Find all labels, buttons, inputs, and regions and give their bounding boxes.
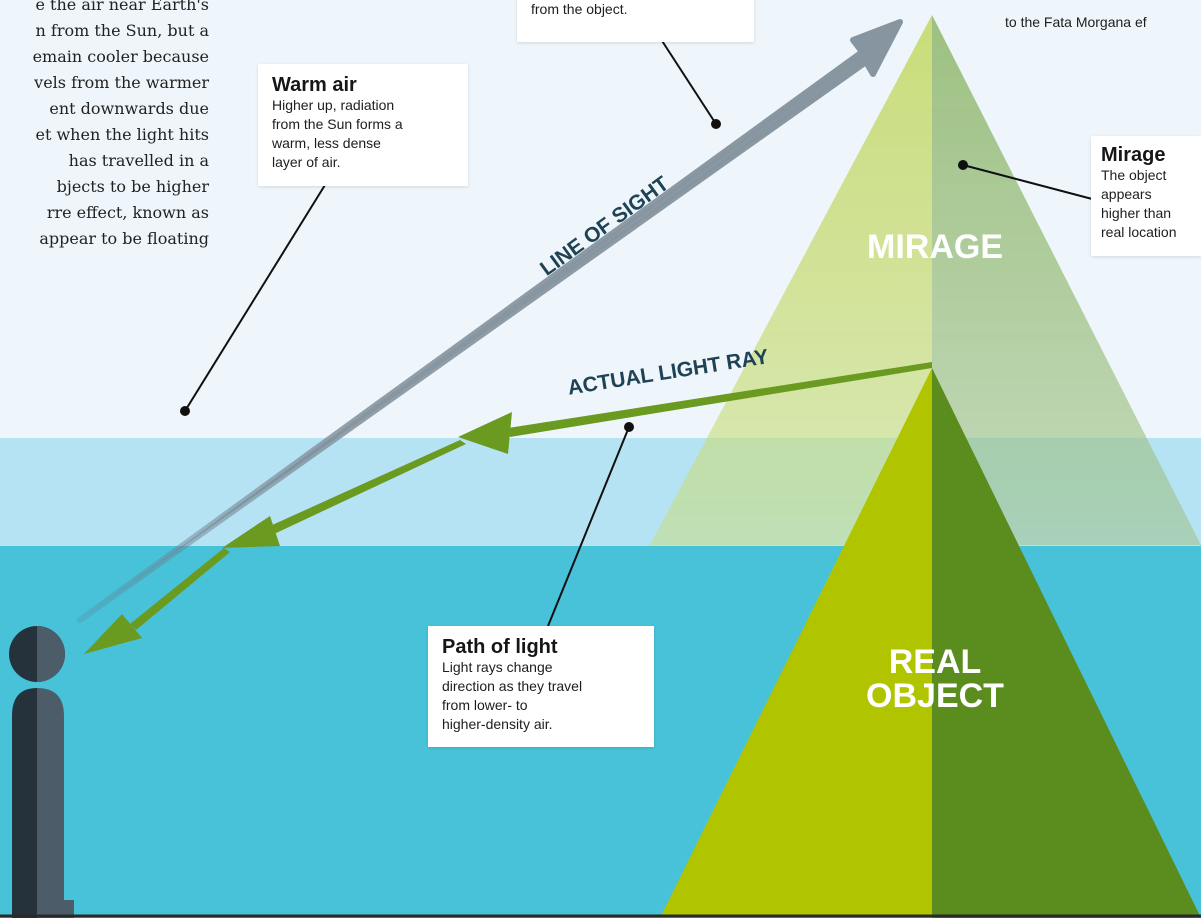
real-object-label-line2: OBJECT bbox=[866, 677, 1004, 715]
path-of-light-line: from lower- to bbox=[442, 697, 528, 713]
mirage-pyramid bbox=[650, 15, 1201, 545]
mirage-line: The object bbox=[1101, 167, 1167, 183]
warm-air-line: layer of air. bbox=[272, 154, 341, 170]
intro-paragraph: e the air near Earth's n from the Sun, b… bbox=[0, 0, 215, 300]
warm-air-line: warm, less dense bbox=[272, 135, 381, 151]
actual-light-ray-segment-1 bbox=[508, 362, 932, 437]
intro-line: vels from the warmer bbox=[34, 73, 209, 92]
warm-air-line: from the Sun forms a bbox=[272, 116, 403, 132]
intro-line: e the air near Earth's bbox=[35, 0, 210, 14]
path-of-light-line: direction as they travel bbox=[442, 678, 583, 694]
path-of-light-line: Light rays change bbox=[442, 659, 553, 675]
warm-air-title: Warm air bbox=[272, 74, 357, 96]
mirage-line: real location bbox=[1101, 224, 1177, 240]
intro-line: rre effect, known as bbox=[46, 203, 209, 222]
real-object-right-face bbox=[932, 368, 1201, 918]
actual-light-ray-segment-3 bbox=[130, 548, 230, 630]
intro-line: bjects to be higher bbox=[56, 177, 209, 196]
real-object-label: REAL OBJECT bbox=[860, 645, 1010, 713]
mirage-line: higher than bbox=[1101, 205, 1172, 221]
top-callout-box: from the object. bbox=[517, 0, 754, 42]
actual-light-ray-segment-2 bbox=[270, 440, 466, 534]
line-of-sight-arrow bbox=[77, 19, 903, 623]
intro-line: n from the Sun, but a bbox=[35, 21, 209, 40]
path-of-light-line: higher-density air. bbox=[442, 716, 553, 732]
actual-light-ray-arrowhead-1 bbox=[458, 412, 512, 454]
pointer-dots bbox=[180, 119, 968, 432]
top-callout-text: from the object. bbox=[531, 1, 628, 17]
mirage-title: Mirage bbox=[1101, 144, 1166, 166]
intro-line: emain cooler because bbox=[32, 47, 209, 66]
actual-light-ray-arrowhead-3 bbox=[84, 614, 142, 654]
warm-air-callout: Warm air Higher up, radiation from the S… bbox=[258, 64, 468, 186]
top-right-text: to the Fata Morgana ef bbox=[1005, 14, 1147, 30]
real-object-label-line1: REAL bbox=[888, 643, 982, 681]
intro-line: ent downwards due bbox=[49, 99, 209, 118]
path-of-light-title: Path of light bbox=[442, 636, 558, 658]
mirage-label: MIRAGE bbox=[867, 228, 1003, 266]
intro-line: et when the light hits bbox=[35, 125, 210, 144]
path-of-light-callout: Path of light Light rays change directio… bbox=[428, 626, 654, 747]
callout-pointers bbox=[184, 29, 1097, 627]
mirage-callout: Mirage The object appears higher than re… bbox=[1091, 136, 1201, 256]
real-object-left-face bbox=[660, 368, 932, 918]
person-silhouette-icon bbox=[9, 626, 74, 918]
actual-light-ray-arrowhead-2 bbox=[222, 516, 280, 548]
intro-line: appear to be floating bbox=[39, 229, 209, 248]
warm-air-line: Higher up, radiation bbox=[272, 97, 395, 113]
intro-line: has travelled in a bbox=[68, 151, 209, 170]
mirage-line: appears bbox=[1101, 186, 1152, 202]
